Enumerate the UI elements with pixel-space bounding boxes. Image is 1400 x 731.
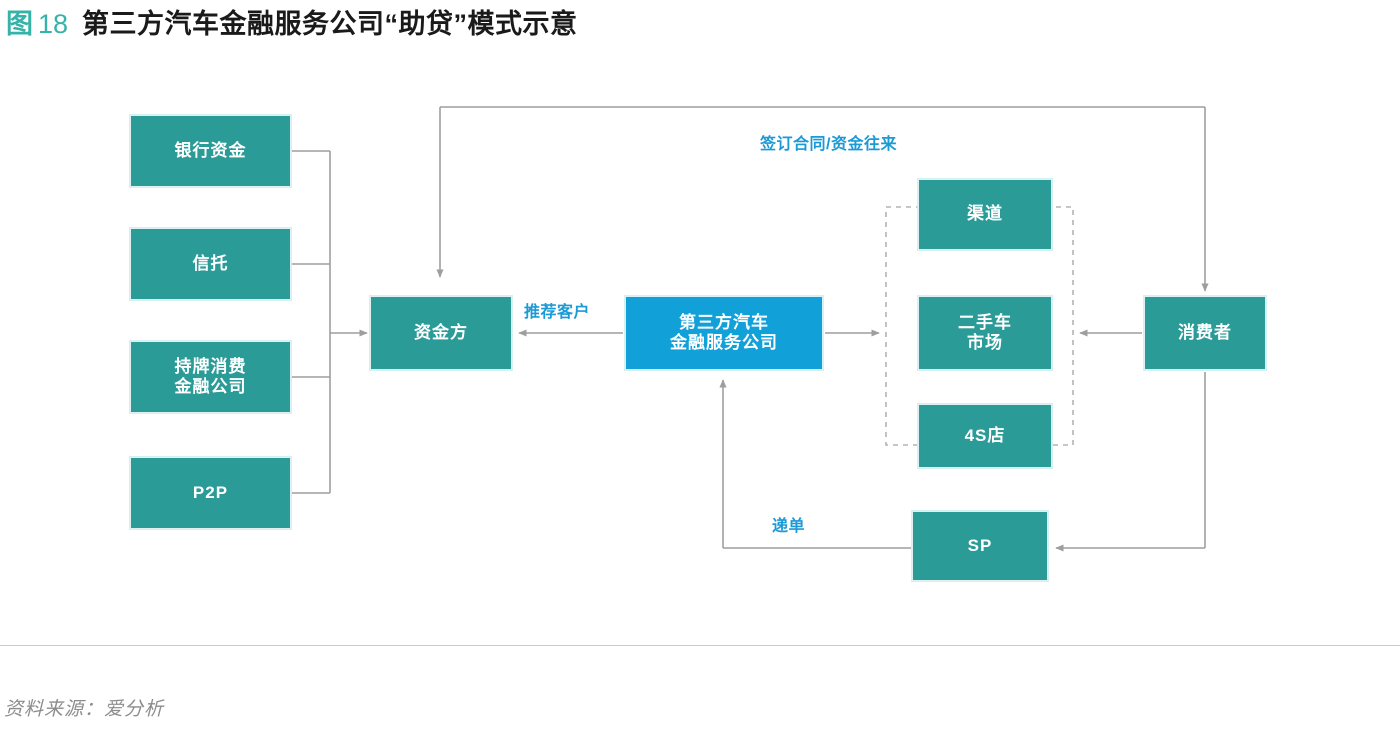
wire-sp-to-thirdparty (719, 379, 911, 549)
node-label: 持牌消费 金融公司 (174, 356, 247, 396)
node-used-car-market[interactable]: 二手车 市场 (918, 296, 1052, 370)
node-sp[interactable]: SP (912, 511, 1048, 581)
node-bank-funding[interactable]: 银行资金 (130, 115, 291, 187)
node-label: 资金方 (414, 322, 468, 342)
wire-contract-funds (436, 106, 1209, 292)
node-label: 银行资金 (174, 140, 247, 160)
edge-label-contract-funds: 签订合同/资金往来 (760, 136, 897, 153)
node-label: 渠道 (967, 204, 1003, 224)
node-trust[interactable]: 信托 (130, 228, 291, 300)
node-label: 信托 (192, 253, 229, 273)
node-label: P2P (192, 482, 229, 502)
source-note: 资料来源：爱分析 (4, 699, 165, 720)
node-consumer[interactable]: 消费者 (1144, 296, 1266, 370)
node-licensed-consumer-finance[interactable]: 持牌消费 金融公司 (130, 341, 291, 413)
node-label: 消费者 (1178, 322, 1232, 342)
node-label: 二手车 市场 (958, 312, 1012, 352)
footer-divider (0, 645, 1400, 646)
figure-title-text: 第三方汽车金融服务公司“助贷”模式示意 (82, 9, 578, 39)
node-p2p[interactable]: P2P (130, 457, 291, 529)
edge-label-recommend-customer: 推荐客户 (524, 304, 591, 321)
node-channel[interactable]: 渠道 (918, 179, 1052, 250)
node-funder[interactable]: 资金方 (370, 296, 512, 370)
node-third-party-auto-finance[interactable]: 第三方汽车 金融服务公司 (625, 296, 823, 370)
node-label: SP (967, 535, 993, 555)
node-4s-dealership[interactable]: 4S店 (918, 404, 1052, 468)
figure-tag: 图 (6, 9, 34, 39)
wire-sources-to-funder (291, 150, 368, 494)
node-label: 第三方汽车 金融服务公司 (670, 312, 778, 352)
figure-number: 18 (38, 9, 69, 39)
edge-label-submit-order: 递单 (772, 518, 806, 535)
wire-consumer-to-sp (1055, 372, 1206, 552)
node-label: 4S店 (964, 425, 1006, 445)
